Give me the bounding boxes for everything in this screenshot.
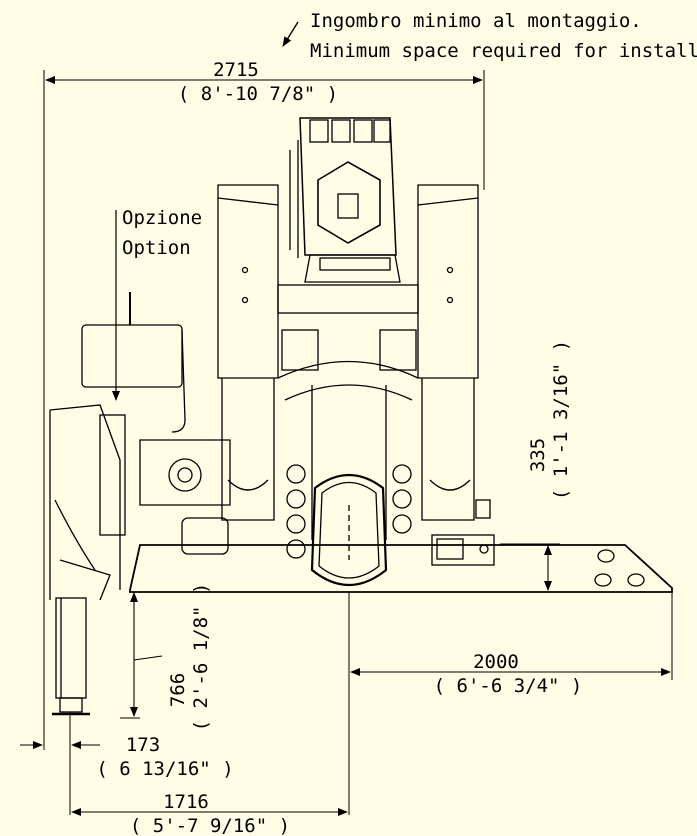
space-note: Ingombro minimo al montaggio. Minimum sp… <box>282 10 697 62</box>
roller-right-1 <box>392 464 412 484</box>
space-note-en: Minimum space required for installation. <box>310 40 697 62</box>
left-hopper-box <box>81 324 183 388</box>
control-screen <box>436 538 464 560</box>
left-tower-lower <box>221 378 275 521</box>
crossbar-clamp-right <box>379 329 417 371</box>
roller-left-4 <box>286 539 306 559</box>
left-drive-housing <box>139 439 231 506</box>
head-block-1 <box>309 119 329 143</box>
bowl-right <box>429 479 471 491</box>
left-gear <box>168 458 202 492</box>
right-tower-lower <box>421 378 475 521</box>
platform-hole-3 <box>627 573 645 587</box>
space-note-it: Ingombro minimo al montaggio. <box>310 10 642 32</box>
head-roller-bar <box>319 257 391 271</box>
platform-hole-2 <box>594 573 612 587</box>
dim-766-imperial: ( 2'-6 1/8" ) <box>190 583 212 732</box>
dim-335-mm: 335 <box>527 438 549 472</box>
right-tower-hole-2 <box>446 296 454 304</box>
left-pillar-foot <box>59 697 83 713</box>
right-tower-hole <box>446 266 454 274</box>
dim-1716-mm: 1716 <box>163 791 209 813</box>
crossbar-clamp-left <box>281 329 319 371</box>
central-panel-inner <box>318 481 380 579</box>
option-note: Opzione Option <box>112 207 202 401</box>
platform-hole-1 <box>597 549 615 563</box>
roller-right-2 <box>392 489 412 509</box>
crossbar <box>277 284 419 314</box>
dim-1716-imperial: ( 5'-7 9/16" ) <box>130 815 290 836</box>
left-tool-tip <box>59 559 111 601</box>
dim-2000-imperial: ( 6'-6 3/4" ) <box>434 675 583 697</box>
dim-766-leader <box>133 655 163 661</box>
head-lower-frame <box>304 254 401 283</box>
head-block-4 <box>373 119 391 143</box>
option-note-en: Option <box>122 237 191 259</box>
left-gear-hub <box>177 467 193 483</box>
dim-766-mm: 766 <box>167 673 189 707</box>
dim-2715-mm: 2715 <box>213 59 259 81</box>
machine <box>49 117 673 716</box>
dim-173-imperial: ( 6 13/16" ) <box>96 758 233 780</box>
dim-2000-mm: 2000 <box>473 651 519 673</box>
dim-173-mm: 173 <box>126 734 160 756</box>
roller-right-3 <box>392 514 412 534</box>
right-tower <box>417 184 479 379</box>
right-tower-band <box>417 197 479 206</box>
head-motor-core <box>337 193 359 219</box>
head-block-3 <box>353 119 373 143</box>
dim-overall-width: 2715 ( 8'-10 7/8" ) <box>43 59 485 750</box>
dim-2715-imperial: ( 8'-10 7/8" ) <box>178 83 338 105</box>
left-tower-hole-2 <box>241 296 249 304</box>
dim-right-extent: 2000 ( 6'-6 3/4" ) <box>348 592 673 815</box>
dim-left-extent: 1716 ( 5'-7 9/16" ) <box>71 791 348 836</box>
left-arm-frame <box>49 404 121 590</box>
arch-inner <box>284 384 413 401</box>
left-side-pipe <box>171 329 186 433</box>
central-panel <box>310 474 388 587</box>
control-knob <box>479 544 489 554</box>
roller-left-3 <box>286 514 306 534</box>
left-tower <box>217 184 279 379</box>
head-housing <box>299 117 397 256</box>
control-box <box>431 534 495 566</box>
base-platform <box>129 544 673 593</box>
dim-platform-height: 335 ( 1'-1 3/16" ) <box>500 340 572 591</box>
left-pedal-box <box>181 517 229 555</box>
bowl-left <box>227 479 269 491</box>
left-column <box>99 414 126 536</box>
roller-left-1 <box>286 464 306 484</box>
head-hex-motor <box>317 161 381 244</box>
left-tower-band <box>217 197 279 206</box>
dim-335-imperial: ( 1'-1 3/16" ) <box>550 340 572 500</box>
option-note-it: Opzione <box>122 207 202 229</box>
roller-left-2 <box>286 489 306 509</box>
left-tower-hole <box>241 266 249 274</box>
control-mount <box>475 499 491 519</box>
dim-pillar-height: 766 ( 2'-6 1/8" ) <box>120 583 212 732</box>
head-block-2 <box>331 119 351 143</box>
left-tool-curve <box>54 499 96 571</box>
arch-top <box>277 360 419 379</box>
dim-foot-offset: 173 ( 6 13/16" ) <box>20 712 234 815</box>
space-note-leader <box>282 21 299 47</box>
